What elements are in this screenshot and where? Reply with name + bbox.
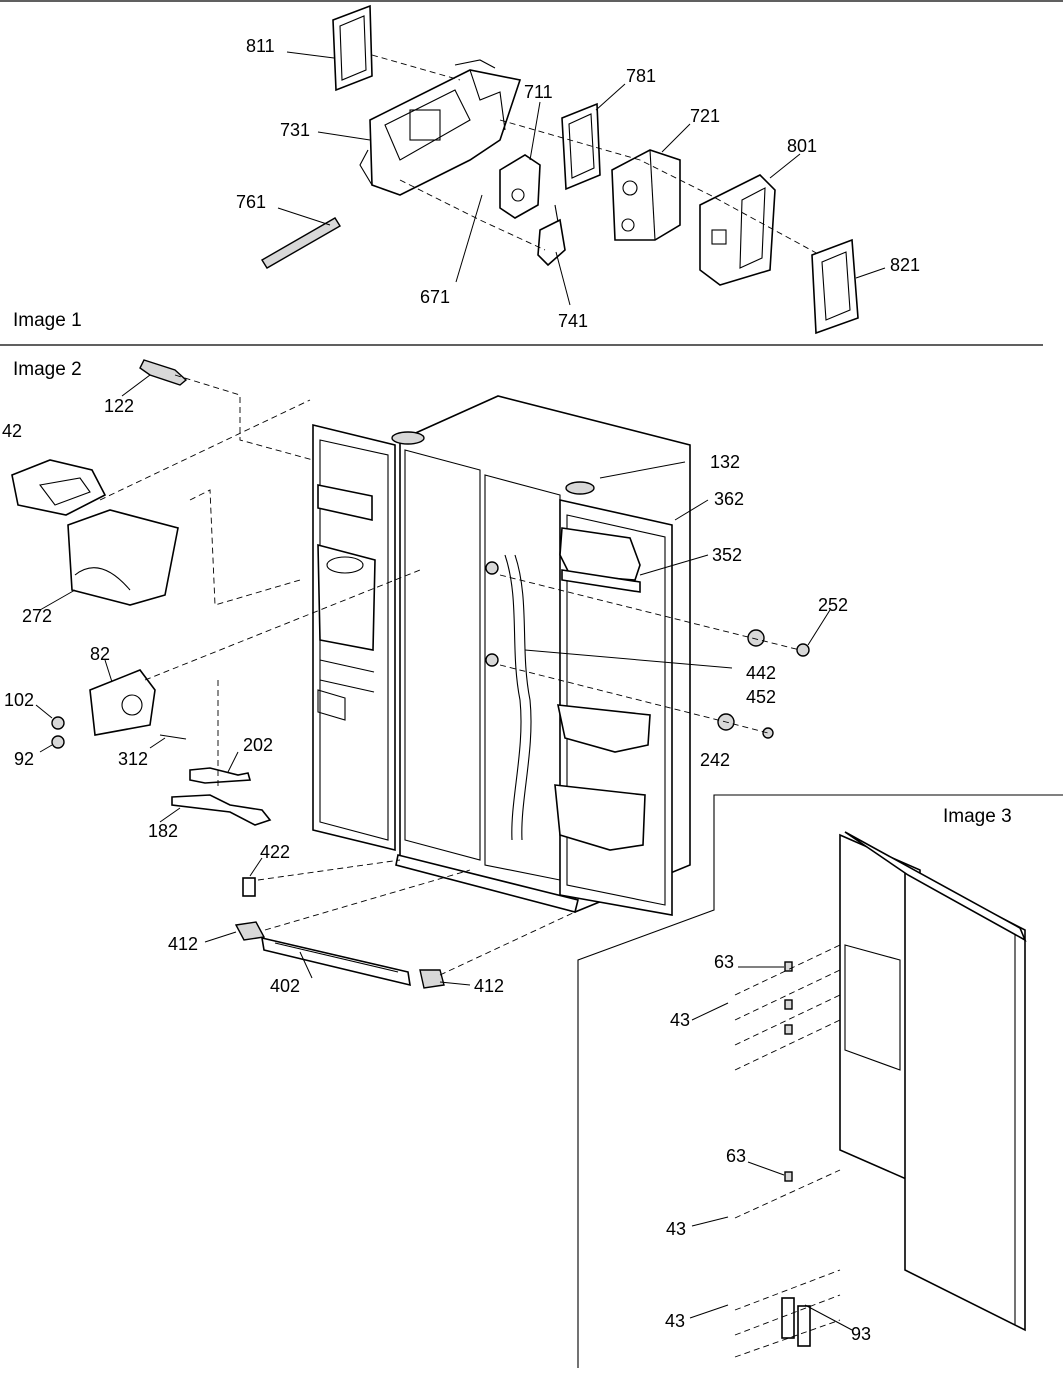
callout-92: 92	[14, 749, 34, 769]
callout-761: 761	[236, 192, 266, 212]
part-452-pin	[762, 727, 774, 739]
part-202-lever	[189, 767, 252, 784]
part-122-filter	[139, 359, 188, 386]
bottom-rail	[395, 854, 579, 913]
callout-43-middle: 43	[666, 1219, 686, 1239]
callout-272: 272	[22, 606, 52, 626]
part-741-valve	[537, 218, 566, 267]
callout-43-lower: 43	[665, 1311, 685, 1331]
part-92-knob	[51, 735, 65, 749]
part-412-endcap-left	[234, 921, 266, 941]
callout-781: 781	[626, 66, 656, 86]
image2-refrigerator: 122 42 272 82 102 92 312 202 182 422 412…	[2, 359, 848, 996]
door-panel-right	[904, 866, 1026, 1332]
callout-422: 422	[260, 842, 290, 862]
part-102-knob	[51, 716, 65, 730]
callout-63-upper: 63	[714, 952, 734, 972]
callout-102: 102	[4, 690, 34, 710]
part-252-cap	[796, 643, 810, 657]
image2-title: Image 2	[13, 359, 82, 380]
callout-711: 711	[524, 82, 553, 102]
callout-412-left: 412	[168, 934, 198, 954]
part-312-screw	[159, 734, 187, 740]
callout-42: 42	[2, 421, 22, 441]
image3-door-panels: 63 43 63 43 43 93	[665, 831, 1027, 1358]
callout-352: 352	[712, 545, 742, 565]
callout-82: 82	[90, 644, 110, 664]
part-362-dairy-bin	[559, 527, 641, 581]
callout-242: 242	[700, 750, 730, 770]
part-93-plate-b	[797, 1305, 811, 1347]
part-801-cover	[699, 174, 776, 286]
part-182-arm	[171, 794, 272, 826]
part-93-plate-a	[781, 1297, 795, 1339]
top-hinge-left	[391, 431, 425, 445]
callout-202: 202	[243, 735, 273, 755]
callout-821: 821	[890, 255, 920, 275]
door-bin-lower	[554, 784, 646, 851]
part-442-cap-lower	[485, 653, 499, 667]
image1-title: Image 1	[13, 310, 82, 331]
callout-671: 671	[420, 287, 450, 307]
part-42-ice-bucket-top	[11, 459, 107, 516]
image1-dispenser-assembly: 811 731 761 671 711 741 781 721 801 821	[236, 4, 920, 335]
callout-252: 252	[818, 595, 848, 615]
door-cutout	[844, 944, 901, 1071]
part-252-cam	[747, 629, 765, 647]
callout-312: 312	[118, 749, 148, 769]
part-761-strip	[261, 217, 341, 269]
callout-93: 93	[851, 1324, 871, 1344]
callout-412-right: 412	[474, 976, 504, 996]
image3-title: Image 3	[943, 806, 1012, 827]
part-63-clip-2	[784, 999, 793, 1010]
part-63-clip-4	[784, 1171, 793, 1182]
callout-442: 442	[746, 663, 776, 683]
part-821-bezel	[811, 238, 859, 335]
part-422-switch	[242, 877, 256, 897]
callout-452: 452	[746, 687, 776, 707]
part-442-cap-upper	[485, 561, 499, 575]
part-272-ice-bucket	[67, 509, 179, 606]
top-hinge-right	[565, 481, 595, 495]
part-402-grille	[261, 936, 411, 987]
callout-63-lower: 63	[726, 1146, 746, 1166]
part-63-clip-1	[784, 961, 793, 972]
callout-43-upper: 43	[670, 1010, 690, 1030]
callout-402: 402	[270, 976, 300, 996]
part-711-motor	[499, 154, 541, 219]
door-bin-upper	[556, 704, 651, 753]
callout-801: 801	[787, 136, 817, 156]
part-63-clip-3	[784, 1024, 793, 1035]
callout-182: 182	[148, 821, 178, 841]
part-781-gasket	[561, 102, 601, 191]
callout-811: 811	[246, 36, 275, 56]
part-811-plate	[332, 4, 373, 92]
callout-362: 362	[714, 489, 744, 509]
part-412-endcap-right	[419, 969, 445, 989]
callout-122: 122	[104, 396, 134, 416]
callout-741: 741	[558, 311, 588, 331]
part-731-housing	[369, 69, 522, 196]
callout-721: 721	[690, 106, 720, 126]
image3-frame	[577, 794, 1063, 1368]
callout-731: 731	[280, 120, 310, 140]
callout-132: 132	[710, 452, 740, 472]
